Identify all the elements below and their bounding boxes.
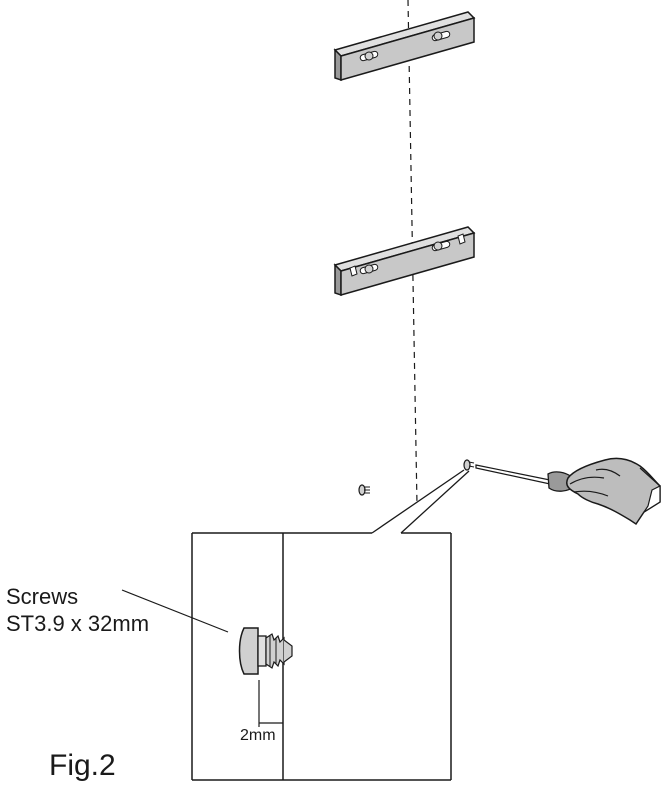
hand-icon — [566, 457, 661, 526]
screws-label-line1: Screws — [6, 584, 79, 609]
driven-screw-icon — [463, 459, 475, 471]
gap-dimension-lines — [258, 680, 283, 727]
detail-box — [191, 532, 452, 781]
screws-label: Screws ST3.9 x 32mm — [6, 583, 149, 637]
screws-label-line2: ST3.9 x 32mm — [6, 611, 150, 636]
gap-label: 2mm — [240, 727, 276, 744]
zoom-callout-lines — [371, 469, 470, 534]
figure-label: Fig.2 — [49, 749, 116, 782]
enlarged-screw-icon — [238, 627, 293, 675]
screws-leader-line — [121, 589, 229, 633]
loose-screw-icon — [358, 484, 370, 496]
lower-bracket-icon — [333, 226, 476, 297]
alignment-dashed-line — [407, 0, 418, 506]
top-bracket-icon — [333, 11, 476, 82]
